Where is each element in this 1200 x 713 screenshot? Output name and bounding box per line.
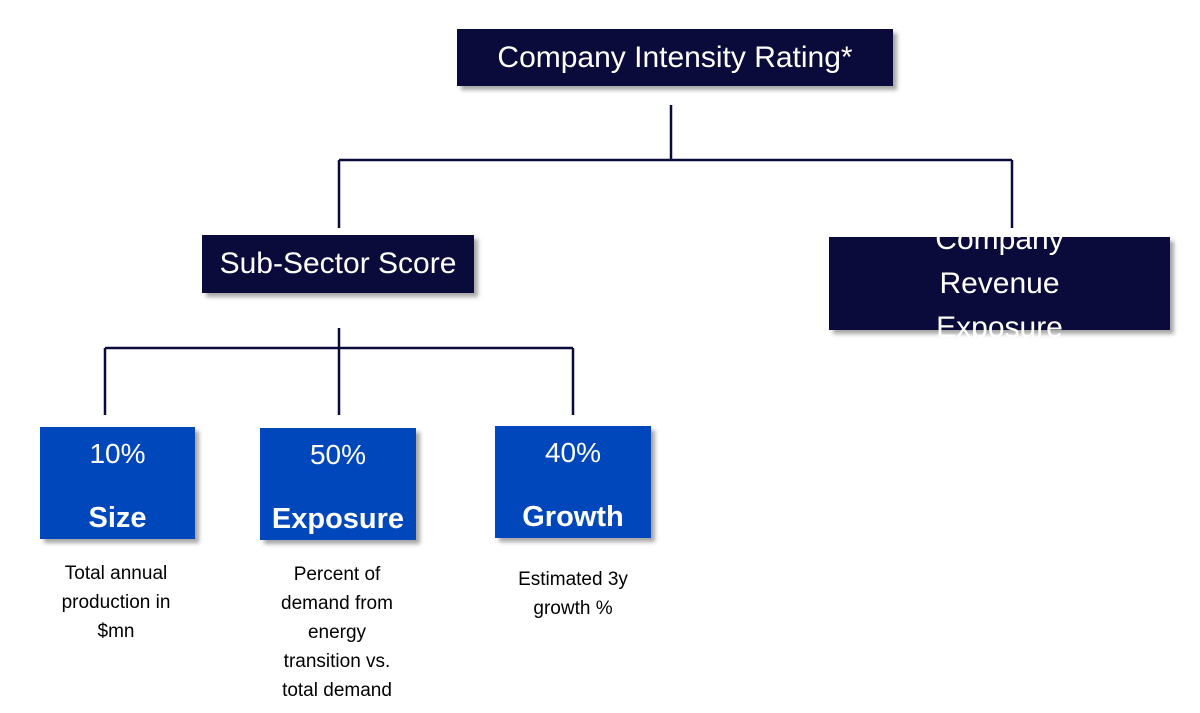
revenue-label: Company Revenue Exposure [935,222,1064,344]
size-weight: 10% [89,438,146,469]
sub-sector-label: Sub-Sector Score [219,247,457,280]
exposure-weight: 50% [309,439,367,470]
size-box: 10% Size [40,427,195,539]
growth-weight: 40% [544,437,602,468]
company-intensity-rating-box: Company Intensity Rating* [457,29,893,86]
company-revenue-exposure-box: Company Revenue Exposure [829,223,1170,344]
exposure-description: Percent of demand from energy transition… [281,564,393,701]
size-description: Total annual production in $mn [61,563,171,642]
growth-name: Growth [522,501,624,533]
root-label: Company Intensity Rating* [497,40,853,74]
exposure-name: Exposure [271,503,405,535]
size-name: Size [88,502,147,534]
growth-description: Estimated 3y growth % [518,569,628,619]
growth-box: 40% Growth [495,426,651,538]
sub-sector-score-box: Sub-Sector Score [202,235,474,293]
exposure-box: 50% Exposure [260,428,416,540]
